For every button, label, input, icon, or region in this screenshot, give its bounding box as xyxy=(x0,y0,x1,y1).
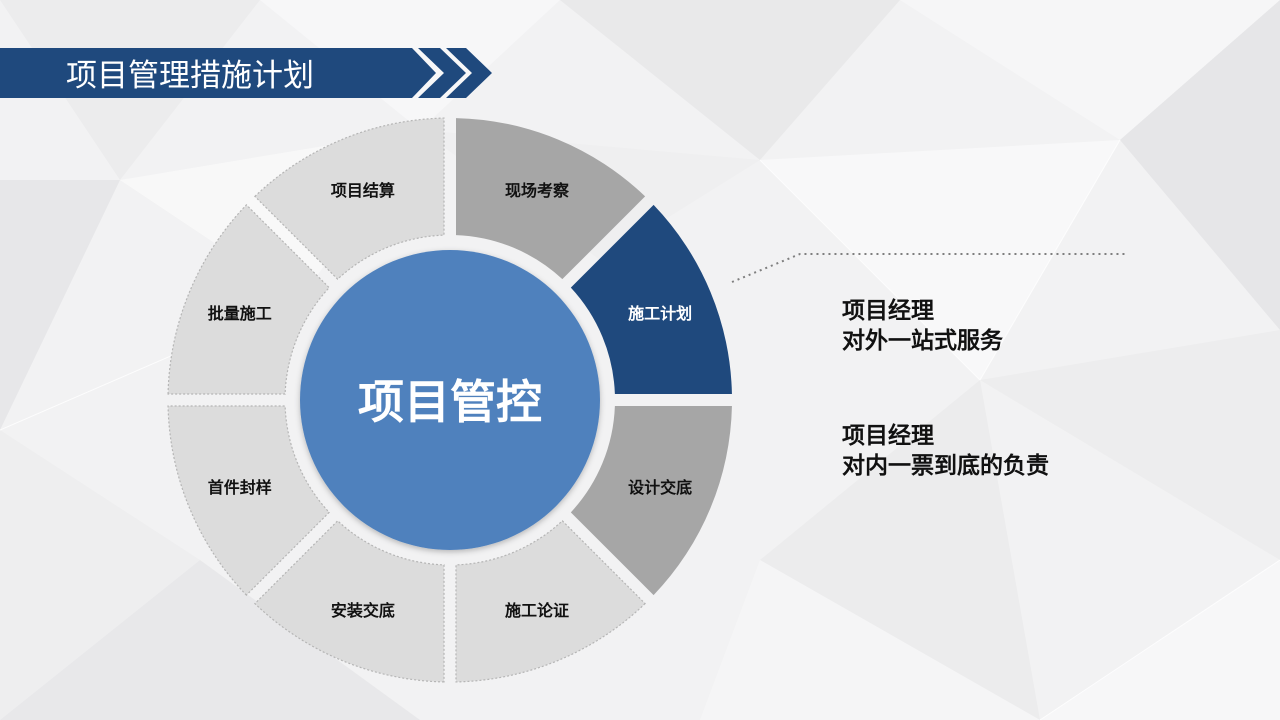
note-body: 对外一站式服务 xyxy=(842,328,1003,354)
note-title: 项目经理 xyxy=(842,423,934,449)
ring-segment-label: 设计交底 xyxy=(628,478,692,497)
note-title: 项目经理 xyxy=(842,298,934,324)
chevron-icon xyxy=(418,48,466,98)
ring-segment xyxy=(254,117,445,280)
ring-segment xyxy=(167,405,330,596)
ring-segment xyxy=(254,520,445,683)
ring-segment xyxy=(570,405,732,596)
ring-segment-label: 批量施工 xyxy=(208,304,272,323)
note-external: 项目经理 对外一站式服务 xyxy=(842,296,1003,356)
ring-segment-label: 现场考察 xyxy=(505,181,570,200)
note-body: 对内一票到底的负责 xyxy=(842,453,1049,479)
note-internal: 项目经理 对内一票到底的负责 xyxy=(842,421,1049,481)
title-bar xyxy=(0,48,436,98)
callout-line xyxy=(731,253,1128,283)
page-title: 项目管理措施计划 xyxy=(66,58,314,94)
ring-segment xyxy=(167,204,330,395)
center-circle xyxy=(300,250,600,550)
ring-segment-label: 施工计划 xyxy=(628,304,692,323)
ring-segment-label: 首件封样 xyxy=(208,478,272,497)
ring-segment xyxy=(455,520,646,683)
ring-segment xyxy=(455,118,646,280)
ring-segment-label: 施工论证 xyxy=(505,601,569,620)
ring-segment-label: 项目结算 xyxy=(331,181,395,200)
center-label: 项目管控 xyxy=(358,375,542,429)
ring-segment xyxy=(570,204,732,395)
title-banner xyxy=(0,48,492,98)
chevron-icon xyxy=(446,48,492,98)
ring-segment-label: 安装交底 xyxy=(331,601,395,620)
